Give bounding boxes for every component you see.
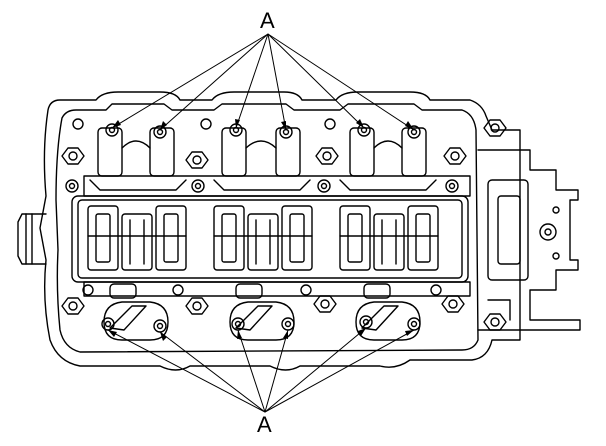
head-bolts-top — [62, 119, 506, 168]
cylinder-head-outline — [40, 92, 520, 370]
callout-label-bottom: A — [257, 412, 272, 437]
leader-lines-top — [112, 34, 414, 130]
head-bolts-bottom — [62, 285, 506, 330]
right-housing — [478, 150, 580, 330]
rocker-arms — [88, 206, 438, 270]
leader-lines-bottom — [108, 328, 414, 412]
upper-bolts — [106, 124, 420, 138]
lower-cam-band — [84, 282, 470, 296]
small-bolts-row-upper — [66, 180, 458, 192]
lower-plug-bosses — [104, 284, 420, 340]
upper-cam-bosses — [98, 128, 426, 176]
upper-cam-band — [84, 176, 470, 196]
cylinder-head-inner-outline — [56, 104, 478, 352]
callout-label-top: A — [260, 8, 275, 33]
